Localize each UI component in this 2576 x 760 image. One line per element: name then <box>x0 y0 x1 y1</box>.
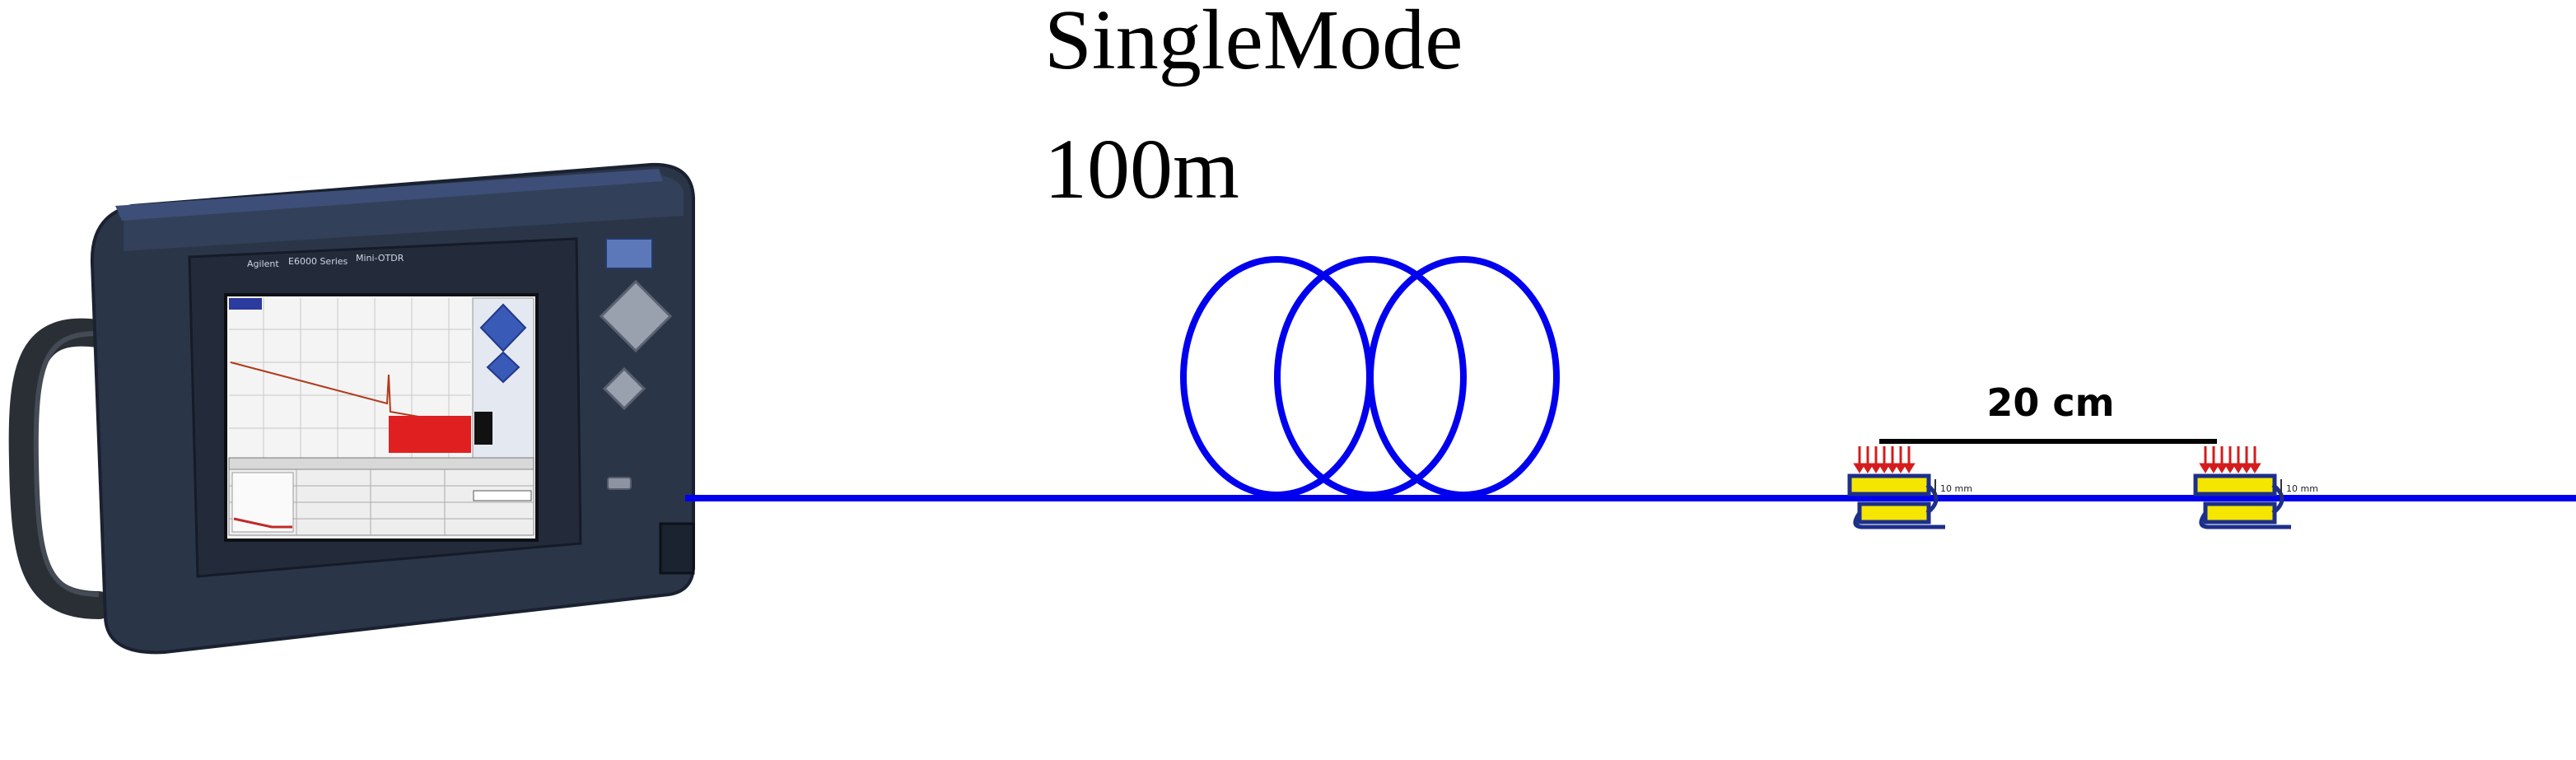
otdr-screen <box>224 293 539 542</box>
bent-fiber <box>1853 483 1945 529</box>
fiber-spool <box>1180 256 1560 498</box>
clamp-bottom-plate <box>2203 501 2277 525</box>
power-button[interactable] <box>607 477 632 490</box>
spacing-indicator: 20 cm <box>1879 380 2217 444</box>
bend-clamp-1: 10 mm <box>1847 446 1972 529</box>
optical-port <box>659 522 695 575</box>
clamp-bottom-plate <box>1857 501 1931 525</box>
spool-loop-right <box>1367 256 1560 498</box>
fiber-type-label: SingleMode <box>1044 0 1463 87</box>
series-label: E6000 Series <box>288 256 348 267</box>
pressure-arrows <box>2199 446 2261 473</box>
bend-radius-label-2: 10 mm <box>2286 483 2318 494</box>
brand-label: Agilent <box>247 259 279 269</box>
model-label: Mini-OTDR <box>356 253 404 263</box>
clamp-top-plate <box>2193 473 2277 497</box>
fiber-length-label: 100m <box>1044 122 1239 217</box>
clamp-top-plate <box>1847 473 1931 497</box>
pressure-arrows <box>1853 446 1916 473</box>
status-display <box>605 238 653 269</box>
noise-floor <box>389 416 471 453</box>
handle-strap <box>8 318 113 619</box>
nav-diamond-large[interactable] <box>599 279 673 353</box>
otdr-device: Agilent E6000 Series Mini-OTDR <box>8 162 695 655</box>
spool-loop-center <box>1274 256 1467 498</box>
bend-clamp-2: 10 mm <box>2193 446 2318 529</box>
bend-radius-label-1: 10 mm <box>1940 483 1972 494</box>
nav-diamond-small[interactable] <box>602 366 646 411</box>
bent-fiber <box>2199 483 2291 529</box>
spacing-label: 20 cm <box>1986 380 2114 425</box>
